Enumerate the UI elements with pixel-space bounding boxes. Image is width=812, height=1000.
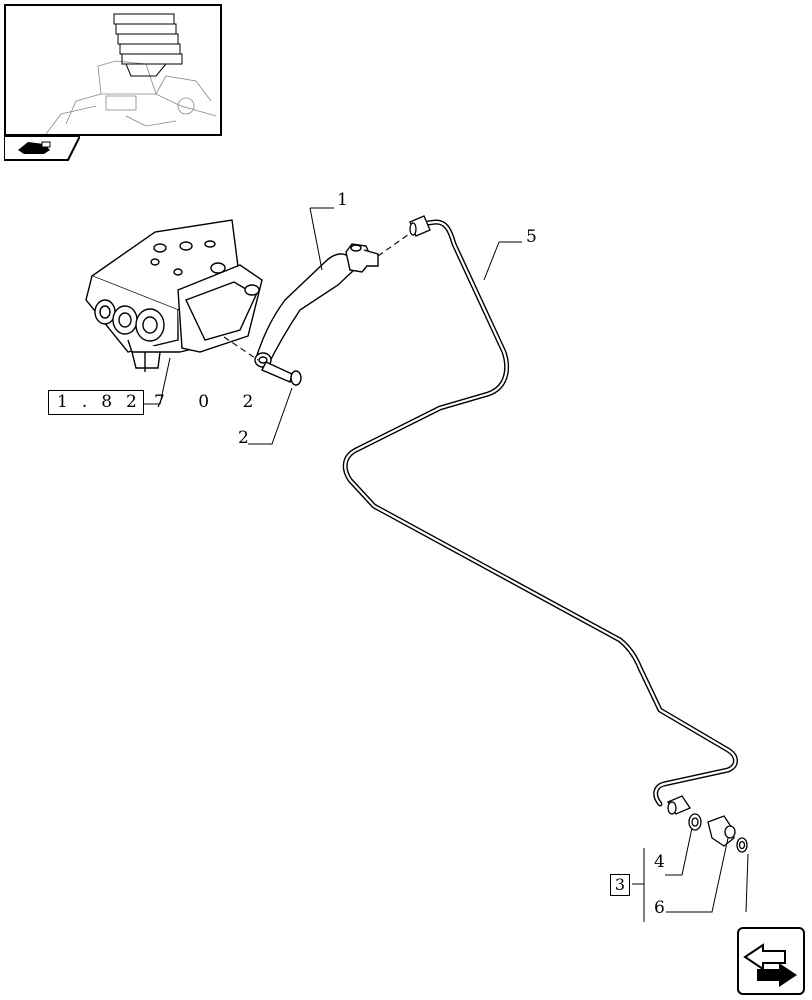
- section-reference-box[interactable]: 1.82: [48, 390, 144, 415]
- thumbnail-drawing: [45, 13, 217, 134]
- kit-label-box[interactable]: 3: [610, 874, 630, 896]
- kit-label: 3: [614, 875, 626, 894]
- thumbnail-preview[interactable]: [4, 4, 222, 136]
- next-page-arrow-icon: [743, 943, 797, 987]
- callout-4[interactable]: 4: [654, 852, 665, 872]
- callout-5[interactable]: 5: [526, 227, 537, 247]
- callout-6[interactable]: 6: [654, 898, 665, 918]
- pin: [261, 361, 302, 386]
- valve-block: [85, 219, 263, 372]
- callout-2[interactable]: 2: [238, 428, 249, 448]
- thumbnail-tab[interactable]: [3, 135, 82, 162]
- hydraulic-pipe: [342, 219, 738, 807]
- next-page-button[interactable]: [737, 927, 805, 995]
- section-reference-number: 1.82: [57, 392, 151, 412]
- callout-1[interactable]: 1: [337, 190, 348, 210]
- tractor-part-icon: [3, 135, 82, 161]
- lever-arm: [254, 243, 379, 368]
- section-reference-suffix: 7 0 2: [154, 392, 268, 412]
